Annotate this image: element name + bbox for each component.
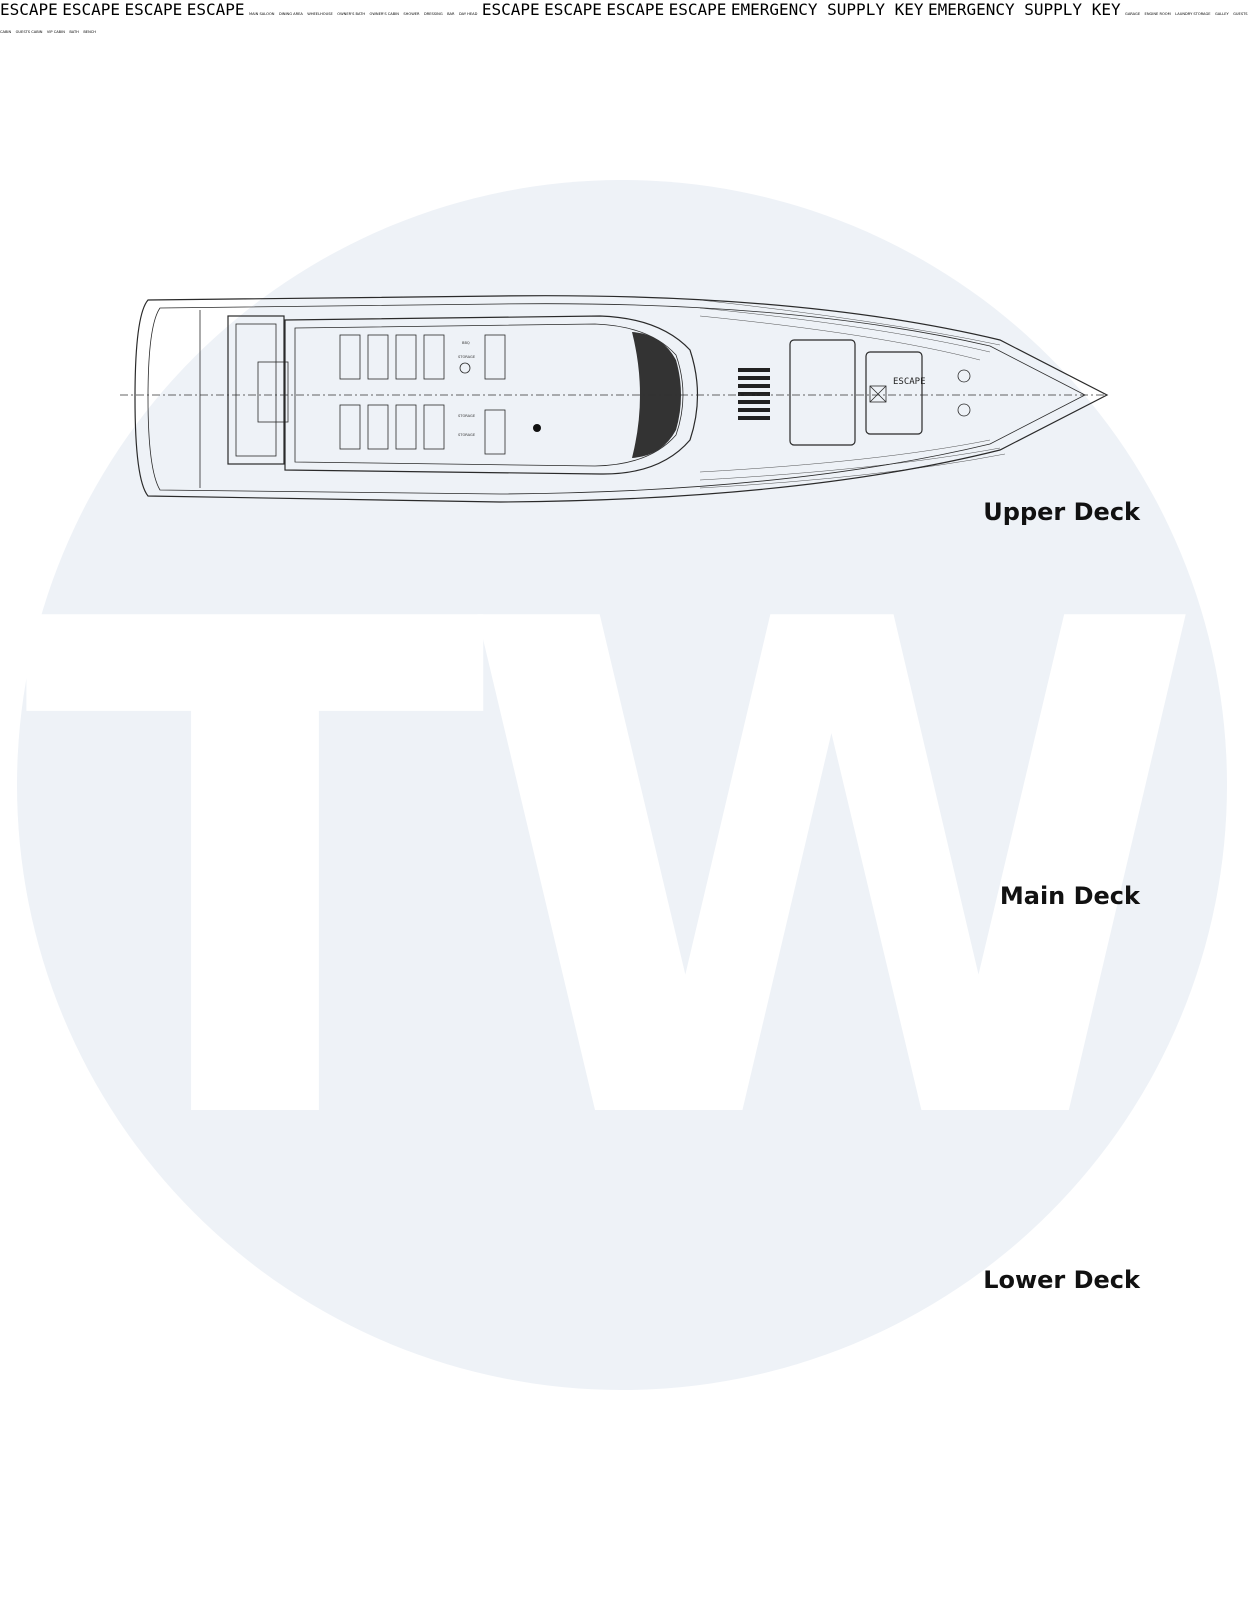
lower-escape-fore: ESCAPE [668, 0, 727, 19]
lower-vip-cabin-label: VIP CABIN [46, 30, 65, 34]
lower-emergency-key-1: EMERGENCY SUPPLY KEY [730, 0, 924, 19]
main-escape-stern: ESCAPE [62, 0, 121, 19]
watermark-circle [17, 180, 1227, 1390]
main-escape-fore: ESCAPE [186, 0, 245, 19]
main-saloon-label: MAIN SALOON [249, 12, 275, 16]
lower-bath-label: BATH [69, 30, 79, 34]
lower-garage-label: GARAGE [1125, 12, 1141, 16]
main-owners-cabin-label: OWNER'S CABIN [369, 12, 399, 16]
lower-deck-plan: ESCAPE ESCAPE ESCAPE ESCAPE EMERGENCY SU… [0, 0, 1248, 37]
main-owners-bath-label: OWNER'S BATH [337, 12, 366, 16]
lower-engine-room-label: ENGINE ROOM [1144, 12, 1171, 16]
main-dayhead-label: DAY HEAD [458, 12, 478, 16]
main-deck-plan: ESCAPE ESCAPE ESCAPE ESCAPE MAIN SALOON … [0, 0, 482, 19]
main-dining-label: DINING AREA [278, 12, 303, 16]
main-deck-title: Main Deck [999, 882, 1140, 910]
upper-storage-2: STORAGE [458, 414, 476, 418]
lower-deck-title: Lower Deck [983, 1266, 1140, 1294]
upper-bbq: BBQ [462, 341, 470, 345]
upper-storage-3: STORAGE [458, 433, 476, 437]
lower-escape-garage: ESCAPE [481, 0, 540, 19]
lower-escape-crew: ESCAPE [606, 0, 665, 19]
main-escape-saloon: ESCAPE [124, 0, 183, 19]
main-wheelhouse-label: WHEELHOUSE [307, 12, 333, 16]
upper-deck-plan: ESCAPE STORAGE STORAGE STORAGE BBQ [120, 295, 1109, 503]
lower-bench-label: BENCH [83, 30, 96, 34]
lower-escape-stern: ESCAPE [544, 0, 602, 19]
lower-guest-cabin-1-label: GUESTS CABIN [0, 12, 1248, 34]
main-bar-label: BAR [447, 12, 455, 16]
watermark-text: TW [23, 480, 1190, 1271]
upper-storage-1: STORAGE [458, 355, 476, 359]
lower-guest-cabin-2-label: GUESTS CABIN [15, 30, 43, 34]
watermark: TW [17, 180, 1227, 1390]
main-dressing-label: DRESSING [423, 12, 443, 16]
upper-escape-label: ESCAPE [893, 377, 926, 387]
main-escape-aft: ESCAPE [0, 0, 58, 19]
upper-sunbeds [339, 334, 506, 455]
main-shower-label: SHOWER [403, 12, 420, 16]
upper-deck-title: Upper Deck [983, 498, 1140, 526]
lower-emergency-key-2: EMERGENCY SUPPLY KEY [927, 0, 1121, 19]
lower-laundry-label: LAUNDRY STORAGE [1175, 12, 1211, 16]
upper-vents [738, 368, 770, 420]
lower-galley-label: GALLEY [1214, 12, 1229, 16]
